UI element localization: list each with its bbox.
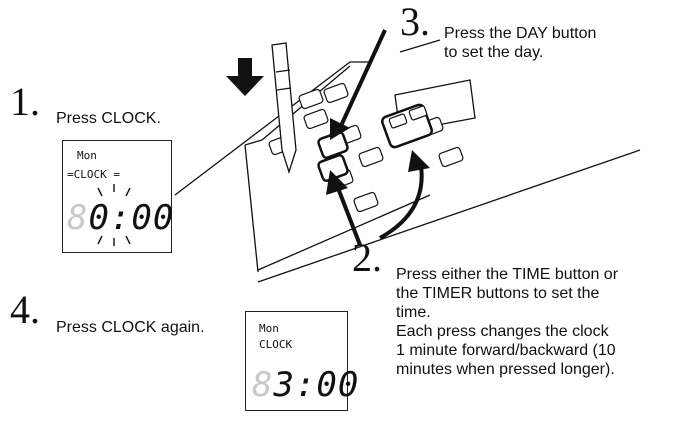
step-2-number: 2. [352, 235, 382, 280]
step-4-number: 4. [10, 287, 40, 332]
blink-mark-left: = [67, 168, 74, 181]
lcd-display-1: Mon =CLOCK = 80:00 [62, 140, 174, 253]
step-3-text: Press the DAY button to set the day. [444, 25, 597, 61]
lcd-day: Mon [77, 149, 97, 162]
lcd-ghost-digit: 8 [67, 198, 89, 238]
step-1-text: Press CLOCK. [56, 110, 161, 127]
lcd-ghost-digit: 8 [252, 365, 274, 405]
blink-mark-right: = [106, 168, 120, 181]
step-3-number: 3. [400, 0, 430, 44]
lcd-display-2: Mon CLOCK 83:00 [245, 311, 358, 411]
lcd-time: 83:00 [252, 368, 359, 402]
blink-rays-icon [97, 184, 131, 246]
step-2-text: Press either the TIME button or the TIME… [396, 266, 619, 378]
lcd-mode-label: CLOCK [73, 168, 107, 181]
lcd-time-value: 0:00 [88, 198, 175, 238]
lcd-time-value: 3:00 [273, 365, 360, 405]
lcd-time: 80:00 [67, 201, 174, 235]
lcd-mode: CLOCK [259, 338, 293, 351]
step-1-number: 1. [10, 79, 40, 124]
lcd-mode: =CLOCK = [67, 168, 120, 181]
step-4-text: Press CLOCK again. [56, 319, 205, 336]
lcd-day: Mon [259, 322, 279, 335]
